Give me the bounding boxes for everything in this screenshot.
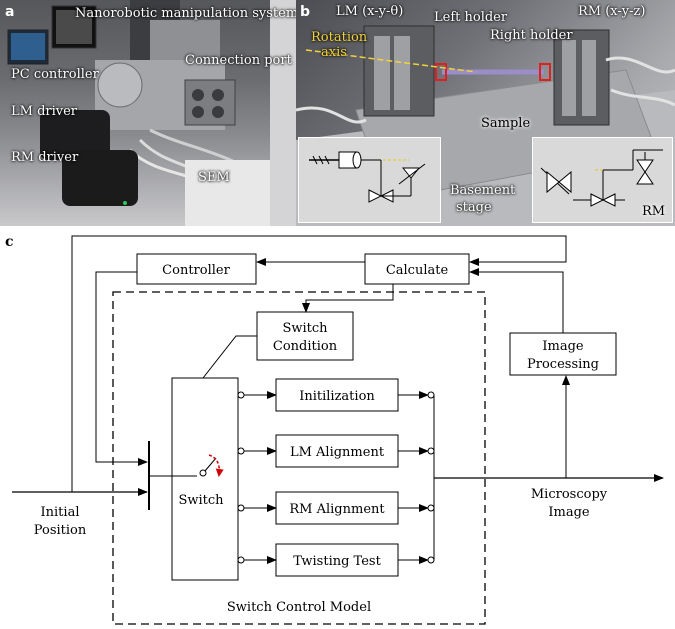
panel-letter-a: a	[5, 4, 15, 20]
lm-schematic-inset	[298, 137, 441, 223]
label-sem: SEM	[198, 170, 230, 185]
calculate-block	[364, 253, 470, 285]
label-nanorobotic-system: Nanorobotic manipulation system	[75, 6, 296, 21]
label-right-holder: Right holder	[490, 28, 573, 43]
label-lm: LM (x-y-θ)	[336, 4, 404, 19]
switch-label: Switch	[178, 493, 224, 508]
switch-lever-icon	[204, 457, 217, 472]
switch-pivot-icon	[199, 469, 207, 477]
label-rm: RM (x-y-z)	[578, 4, 646, 19]
label-connection-port: Connection port	[185, 53, 292, 68]
label-rotation: Rotation	[311, 30, 368, 45]
output-label-2: Image	[548, 505, 590, 520]
lm-schematic	[309, 151, 426, 203]
output-combiner	[398, 391, 435, 564]
switch-control-model-label: Switch Control Model	[227, 600, 371, 615]
rm-schematic	[540, 149, 663, 207]
switch-rotation-arrow	[208, 454, 224, 477]
photo-panel-b: b LM (x-y-θ) Rotation axis Left holder R…	[296, 0, 675, 226]
line-image-processing-to-calculate	[469, 268, 564, 333]
switch-condition-label-1: Switch	[282, 321, 328, 336]
switch-condition-label-2: Condition	[273, 339, 338, 354]
switch-output-connectors	[237, 391, 277, 564]
label-rm-inset: RM	[642, 204, 666, 219]
lm-alignment-label: LM Alignment	[290, 445, 385, 460]
line-controller-to-mux	[95, 271, 148, 466]
label-lm-driver: LM driver	[11, 104, 78, 119]
photo-a-scene	[7, 0, 296, 226]
twisting-test-label: Twisting Test	[293, 554, 381, 569]
label-pc-controller: PC controller	[11, 67, 99, 82]
controller-label: Controller	[162, 263, 230, 278]
panel-letter-c: c	[5, 234, 14, 250]
lm-alignment-block	[275, 434, 399, 468]
output-label-1: Microscopy	[531, 487, 608, 502]
initial-label-2: Position	[34, 523, 87, 538]
initialization-block	[275, 378, 399, 412]
line-calculate-to-switch-condition	[302, 284, 394, 313]
rm-alignment-label: RM Alignment	[289, 502, 385, 517]
switch-block	[171, 377, 239, 581]
label-left-holder: Left holder	[434, 10, 508, 25]
controller-block	[136, 253, 257, 285]
panel-letter-b: b	[300, 4, 311, 20]
image-processing-label-1: Image	[542, 339, 584, 354]
line-switch-condition-to-switch	[202, 335, 257, 379]
initial-label-1: Initial	[41, 505, 80, 520]
label-rm-driver: RM driver	[11, 150, 79, 165]
initialization-label: Initilization	[299, 389, 375, 404]
photo-panel-a: a Nanorobotic manipulation system Connec…	[0, 0, 296, 226]
label-sample: Sample	[481, 116, 531, 131]
label-basement: Basement	[450, 183, 516, 198]
switch-control-model-boundary	[112, 291, 486, 625]
calculate-label: Calculate	[386, 263, 449, 278]
rm-schematic-inset	[532, 137, 673, 223]
rm-alignment-block	[275, 491, 399, 525]
image-processing-block	[509, 332, 617, 376]
line-top-feedback	[71, 235, 567, 492]
image-processing-label-2: Processing	[527, 357, 599, 372]
label-axis: axis	[321, 45, 347, 60]
label-stage: stage	[456, 200, 492, 215]
